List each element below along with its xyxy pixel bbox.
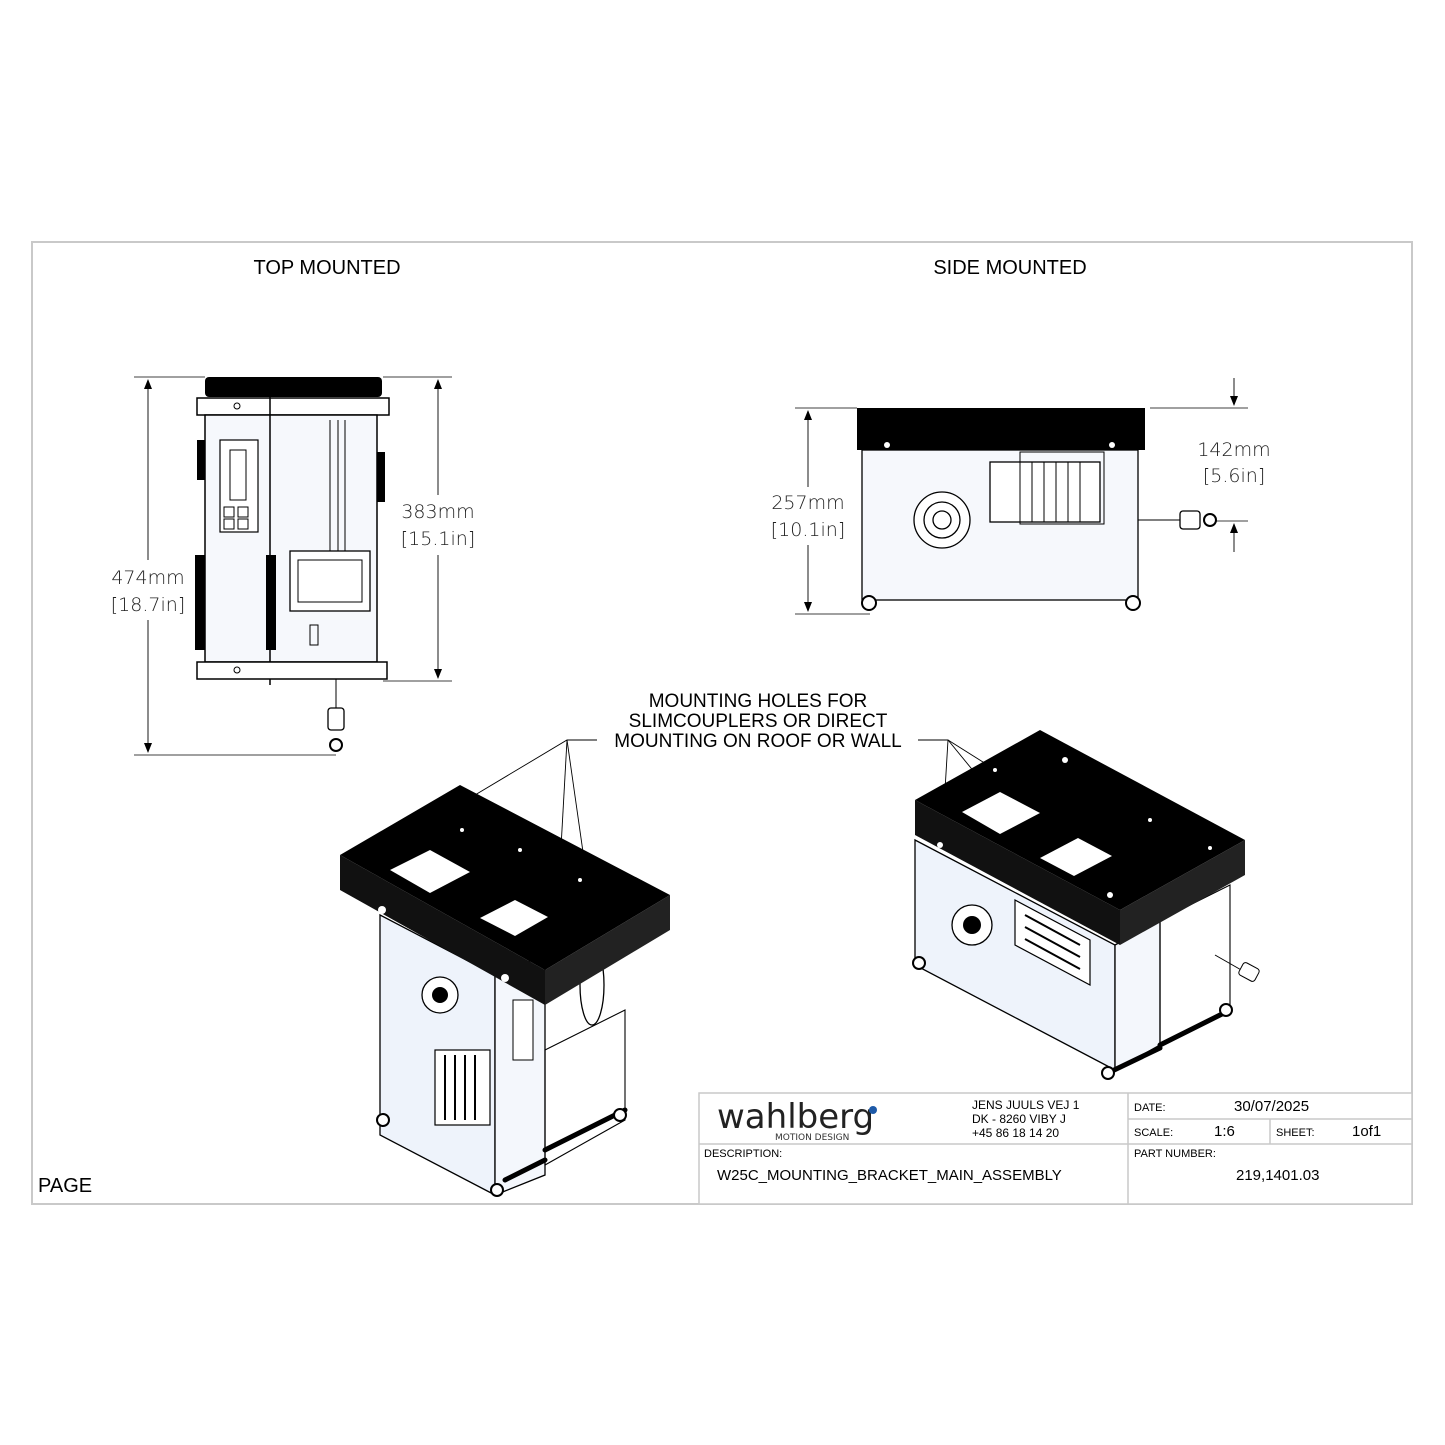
sheet-label: SHEET:: [1276, 1127, 1315, 1139]
company-logo-subtitle: MOTION DESIGN: [775, 1133, 849, 1143]
part-number-label: PART NUMBER:: [1134, 1148, 1216, 1160]
side-mounted-view: 257mm [10.1in] 142mm [5.6in]: [771, 378, 1271, 615]
dim-474-mm: 474mm: [111, 567, 184, 589]
dim-383-in: [15.1in]: [401, 528, 475, 550]
company-logo: wahlberg: [717, 1097, 874, 1137]
top-view-hook: [327, 707, 345, 731]
side-view-mounting-plate: [857, 408, 1145, 450]
side-view-motor: [989, 461, 1101, 523]
dim-142-in: [5.6in]: [1203, 465, 1265, 487]
date-label: DATE:: [1134, 1102, 1166, 1114]
callout-line-1: MOUNTING HOLES FOR: [649, 691, 868, 712]
side-view-title: SIDE MOUNTED: [933, 257, 1086, 279]
top-mounted-view: 474mm [18.7in] 383mm [15.1in]: [111, 376, 475, 756]
address-line-3: +45 86 18 14 20: [972, 1126, 1059, 1140]
iso-left-mounting-plate: [340, 785, 670, 970]
date-value: 30/07/2025: [1234, 1098, 1309, 1115]
top-view-title: TOP MOUNTED: [253, 257, 400, 279]
scale-label: SCALE:: [1134, 1127, 1173, 1139]
title-block: wahlberg MOTION DESIGN JENS JUULS VEJ 1 …: [698, 1092, 1413, 1205]
logo-accent-dot: [869, 1106, 877, 1114]
isometric-view-top-mounted: [340, 785, 670, 1197]
callout-line-2: SLIMCOUPLERS OR DIRECT: [629, 711, 888, 732]
dim-257-mm: 257mm: [771, 492, 844, 514]
callout-line-3: MOUNTING ON ROOF OR WALL: [614, 731, 901, 752]
dim-257-in: [10.1in]: [771, 519, 845, 541]
dim-142-mm: 142mm: [1197, 439, 1270, 461]
address-line-2: DK - 8260 VIBY J: [972, 1112, 1066, 1126]
top-view-motor: [289, 550, 371, 612]
top-view-control-panel: [219, 439, 259, 533]
sheet-value: 1of1: [1352, 1123, 1381, 1140]
top-view-mounting-plate: [205, 377, 382, 397]
side-view-hook: [1179, 510, 1201, 530]
scale-value: 1:6: [1214, 1123, 1235, 1140]
mounting-holes-callout: MOUNTING HOLES FOR SLIMCOUPLERS OR DIREC…: [474, 691, 1076, 956]
description-label: DESCRIPTION:: [704, 1148, 782, 1160]
description-value: W25C_MOUNTING_BRACKET_MAIN_ASSEMBLY: [717, 1167, 1062, 1184]
address-line-1: JENS JUULS VEJ 1: [972, 1098, 1080, 1112]
iso-right-mounting-plate: [915, 730, 1245, 910]
part-number-value: 219,1401.03: [1236, 1167, 1319, 1184]
dim-383-mm: 383mm: [401, 501, 474, 523]
page-label: PAGE: [38, 1175, 92, 1197]
isometric-view-side-mounted: [912, 730, 1260, 1080]
dim-474-in: [18.7in]: [111, 594, 185, 616]
